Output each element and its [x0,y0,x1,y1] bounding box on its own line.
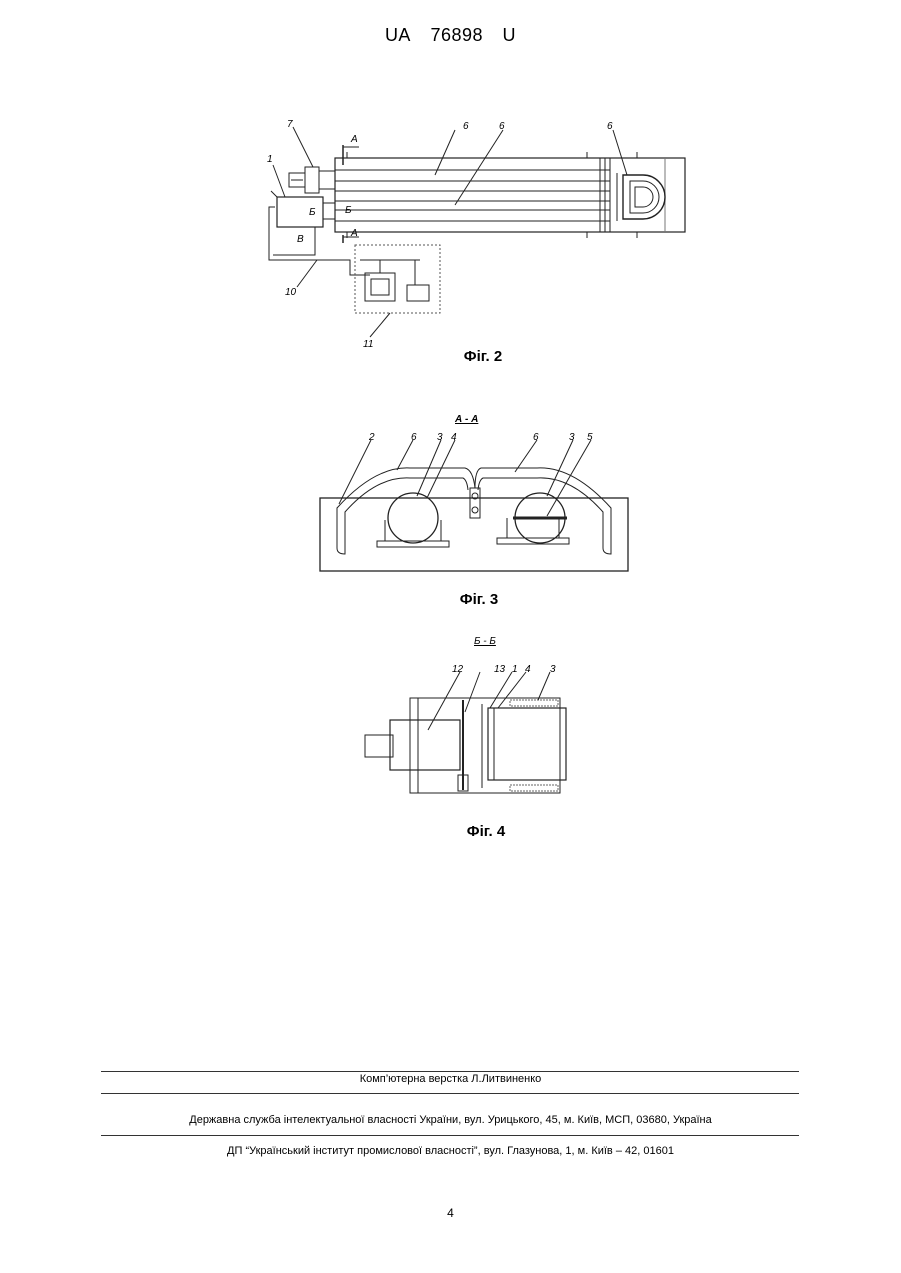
figure-4-section-title: Б - Б [474,636,496,647]
figure-3-section-title: А - А [455,414,478,425]
footer-layout-credit: Комп’ютерна верстка Л.Литвиненко [0,1073,901,1085]
figure-4-caption: Фіг. 4 [426,823,546,840]
fig3-label-4: 4 [451,432,457,443]
footer-institute-address: ДП “Український інститут промислової вла… [0,1145,901,1157]
footer-divider-1 [101,1071,799,1072]
figure-2-drawing: 7 1 6 6 6 А А Б Б В 10 11 [255,115,695,350]
doc-prefix: UA [385,25,411,46]
fig2-label-6b: 6 [499,121,505,132]
footer-office-address: Державна служба інтелектуальної власност… [0,1114,901,1126]
fig2-label-7: 7 [287,119,293,130]
fig2-label-a-bottom: А [350,228,358,239]
fig4-label-13: 13 [494,664,506,675]
fig3-label-2: 2 [368,432,375,443]
fig4-label-4: 4 [525,664,531,675]
doc-number: 76898 [430,25,483,46]
figure-3-caption: Фіг. 3 [419,591,539,608]
figure-4-drawing: 12 13 1 4 3 [360,660,580,810]
fig3-label-6b: 6 [533,432,539,443]
fig4-label-12: 12 [452,664,464,675]
fig3-label-3a: 3 [437,432,443,443]
fig3-label-5: 5 [587,432,593,443]
fig2-label-1: 1 [267,154,273,165]
figure-3-drawing: 2 6 3 4 6 3 5 [315,428,635,576]
fig3-label-3b: 3 [569,432,575,443]
fig3-label-6a: 6 [411,432,417,443]
footer-divider-3 [101,1135,799,1136]
fig2-label-10: 10 [285,287,297,298]
fig4-label-1: 1 [512,664,518,675]
fig2-label-a-top: А [350,134,358,145]
doc-kind: U [503,25,517,46]
page-number: 4 [0,1206,901,1220]
fig2-label-6a: 6 [463,121,469,132]
fig2-label-b-section: Б [345,205,352,216]
fig2-label-b-box: Б [309,207,316,218]
figure-2-caption: Фіг. 2 [423,348,543,365]
fig2-label-6c: 6 [607,121,613,132]
fig2-label-11: 11 [363,339,373,350]
document-header: UA 76898 U [0,25,901,46]
fig2-label-v: В [297,234,304,245]
fig4-label-3: 3 [550,664,556,675]
footer-divider-2 [101,1093,799,1094]
